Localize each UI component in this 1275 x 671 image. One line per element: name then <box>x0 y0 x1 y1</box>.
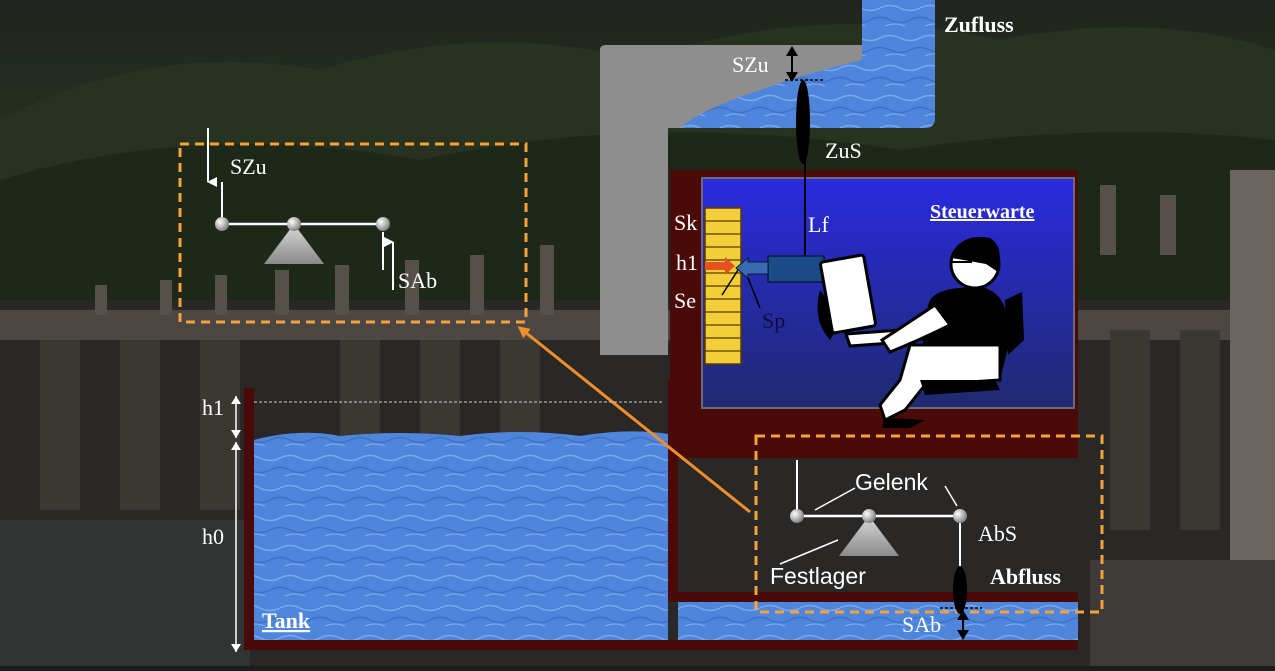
outflow-right-joint-icon <box>953 509 967 523</box>
festlager-icon <box>839 516 899 556</box>
szu-left-label: SZu <box>230 154 267 179</box>
sab-left-label: SAb <box>398 268 437 293</box>
left-lever <box>207 128 394 290</box>
right-joint-icon <box>376 217 390 231</box>
sp-label: Sp <box>762 308 785 333</box>
festlager-label: Festlager <box>770 563 866 589</box>
lf-label: Lf <box>808 212 829 237</box>
se-label: Se <box>674 288 696 313</box>
sensor-column <box>704 207 742 365</box>
inflow-water <box>680 0 935 128</box>
szu-top-label: SZu <box>732 52 769 77</box>
outflow-water <box>678 602 1078 640</box>
tank-label: Tank <box>262 608 311 633</box>
left-joint-icon <box>215 217 229 231</box>
abs-label: AbS <box>978 521 1017 546</box>
level-markers <box>231 396 664 652</box>
h0-label: h0 <box>202 524 224 549</box>
h1-tank-label: h1 <box>202 395 224 420</box>
zufluss-label: Zufluss <box>944 12 1014 37</box>
operator-icon <box>817 236 1024 428</box>
level-pointer-icon <box>705 257 735 275</box>
abfluss-label: Abfluss <box>990 564 1061 589</box>
zus-valve-icon <box>796 80 810 164</box>
steuerwarte-label: Steuerwarte <box>930 201 1035 223</box>
tank <box>244 380 1078 650</box>
detail-arrow <box>517 326 751 514</box>
outflow-lever-box <box>754 434 1104 614</box>
inflow-channel <box>600 0 935 355</box>
outflow-lever <box>779 460 982 640</box>
outflow-left-joint-icon <box>790 509 804 523</box>
inflow-valve <box>785 46 825 256</box>
lever-detail-box <box>178 142 528 324</box>
tank-water <box>254 431 668 640</box>
outflow-center-joint-icon <box>862 509 876 523</box>
sab-bottom-label: SAb <box>902 612 941 637</box>
abs-valve-icon <box>953 566 967 614</box>
left-fulcrum-icon <box>264 224 324 264</box>
gelenk-label: Gelenk <box>855 469 928 495</box>
zus-label: ZuS <box>825 138 862 163</box>
center-joint-icon <box>287 217 301 231</box>
sk-label: Sk <box>674 210 697 235</box>
sp-device <box>721 255 825 309</box>
h1-panel-label: h1 <box>676 250 698 275</box>
